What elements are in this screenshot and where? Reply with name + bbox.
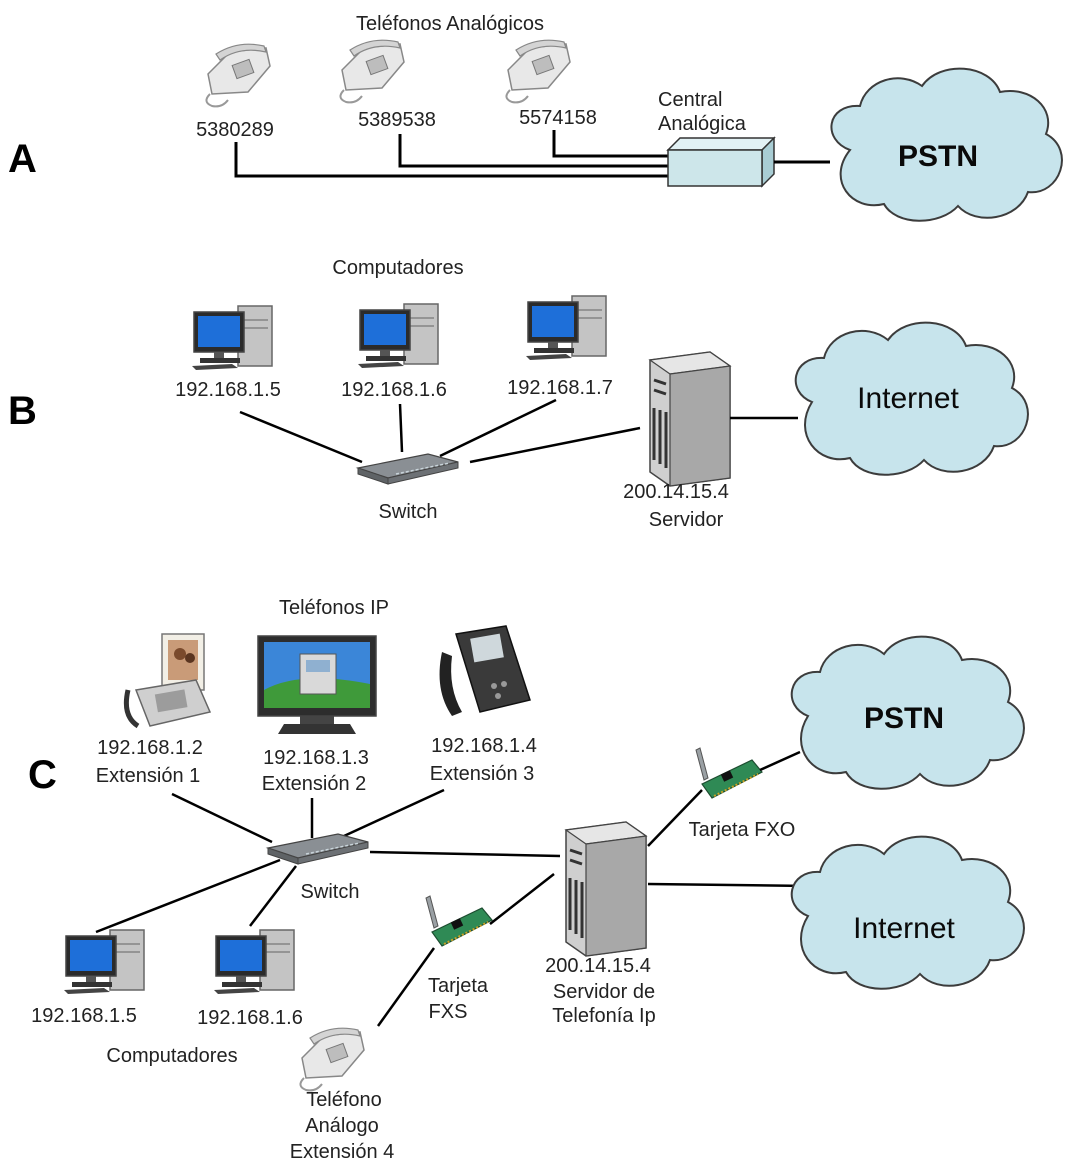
phone-line: [398, 134, 668, 168]
switch-label: Switch: [379, 501, 438, 523]
analog-phone-icon: [299, 1027, 365, 1092]
central-label: Analógica: [658, 113, 747, 135]
pstn-cloud-icon: [830, 67, 1063, 222]
network-link: [343, 788, 445, 838]
switch-icon: [357, 453, 459, 485]
ip-phones-label: Teléfonos IP: [279, 597, 389, 619]
computer-icon: [63, 929, 145, 995]
computers-label: Computadores: [106, 1045, 237, 1067]
telephony-server-icon: [564, 820, 648, 958]
internet-cloud-label: Internet: [853, 912, 955, 945]
fxo-card-icon: [695, 747, 763, 799]
server-label: Telefonía Ip: [552, 1005, 655, 1027]
pstn-cloud-label: PSTN: [898, 140, 978, 173]
switch-label: Switch: [301, 881, 360, 903]
section-c: C Teléfonos IP: [28, 597, 1025, 1163]
computer-ip: 192.168.1.7: [507, 377, 613, 399]
network-link: [759, 750, 801, 772]
ip-phone-extension: Extensión 3: [430, 763, 535, 785]
analog-phone-label: Análogo: [305, 1115, 378, 1137]
computer-icon: [213, 929, 295, 995]
phone-number: 5380289: [196, 119, 274, 141]
phone-number: 5389538: [358, 109, 436, 131]
server-icon: [648, 350, 732, 488]
fxs-label: FXS: [429, 1001, 468, 1023]
network-link: [369, 850, 561, 858]
computer-ip: 192.168.1.6: [197, 1007, 303, 1029]
ip-phone-extension: Extensión 1: [96, 765, 201, 787]
server-ip: 200.14.15.4: [623, 481, 729, 503]
analog-phone-icon: [505, 39, 571, 104]
analog-phones-label: Teléfonos Analógicos: [356, 13, 544, 35]
computer-ip: 192.168.1.5: [31, 1005, 137, 1027]
analog-phone-label: Teléfono: [306, 1089, 382, 1111]
analog-phone-icon: [339, 39, 405, 104]
server-ip: 200.14.15.4: [545, 955, 651, 977]
internet-cloud-icon: [794, 321, 1029, 476]
network-link: [239, 410, 363, 464]
network-link: [489, 873, 555, 925]
computer-icon: [191, 305, 273, 371]
network-link: [439, 398, 557, 458]
video-phone-icon: [123, 633, 212, 729]
computer-icon: [525, 295, 607, 361]
network-link: [95, 858, 281, 934]
server-label: Servidor: [649, 509, 724, 531]
analog-phone-label: Extensión 4: [290, 1141, 395, 1163]
computers-label: Computadores: [332, 257, 463, 279]
network-link: [398, 403, 404, 453]
network-link: [647, 789, 703, 847]
server-label: Servidor de: [553, 981, 655, 1003]
ip-desk-phone-icon: [439, 625, 531, 716]
phone-number: 5574158: [519, 107, 597, 129]
section-c-letter: C: [28, 753, 57, 797]
internet-cloud-icon: [790, 835, 1025, 990]
softphone-monitor-icon: [257, 635, 377, 734]
computer-icon: [357, 303, 439, 369]
computer-ip: 192.168.1.6: [341, 379, 447, 401]
ip-phone-ip: 192.168.1.4: [431, 735, 537, 757]
analog-phone-icon: [205, 43, 271, 108]
phone-line: [552, 130, 668, 158]
ip-phone-ip: 192.168.1.2: [97, 737, 203, 759]
ip-phone-extension: Extensión 2: [262, 773, 367, 795]
network-link: [469, 426, 641, 464]
fxo-label: Tarjeta FXO: [689, 819, 796, 841]
network-link: [171, 792, 273, 844]
ip-phone-ip: 192.168.1.3: [263, 747, 369, 769]
pstn-cloud-label: PSTN: [864, 702, 944, 735]
fxs-card-icon: [425, 895, 493, 947]
section-a-letter: A: [8, 137, 37, 181]
phone-line: [234, 142, 668, 178]
section-a: A Teléfonos Analógicos 5380289 5389538 5…: [8, 13, 1063, 222]
network-link: [249, 865, 297, 927]
section-b: B Computadores 192.168.1.5 192.168.1.6 1…: [8, 257, 1029, 531]
pstn-cloud-icon: [790, 635, 1025, 790]
analog-central-icon: [666, 136, 776, 188]
server-internet-line: [647, 882, 811, 888]
switch-icon: [267, 833, 369, 865]
computer-ip: 192.168.1.5: [175, 379, 281, 401]
section-b-letter: B: [8, 389, 37, 433]
central-label: Central: [658, 89, 722, 111]
fxs-label: Tarjeta: [428, 975, 489, 997]
internet-cloud-label: Internet: [857, 382, 959, 415]
network-link: [376, 947, 436, 1027]
